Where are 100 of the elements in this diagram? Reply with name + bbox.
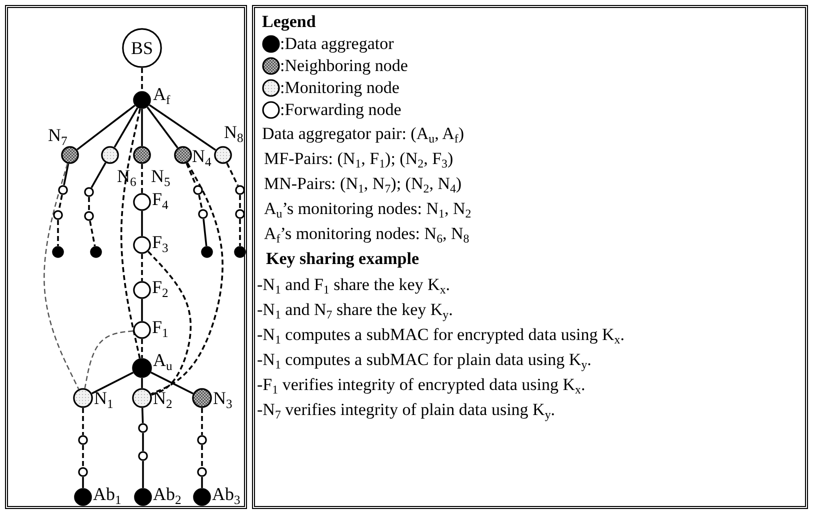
sensor-node	[138, 451, 148, 461]
sensor-node	[234, 246, 246, 258]
node-label: N$_{7}$	[48, 125, 68, 145]
sensor-node	[193, 488, 211, 506]
sensor-node	[133, 281, 151, 299]
node-label: F$_{3}$	[152, 232, 168, 252]
link-line	[89, 220, 96, 246]
link-line	[146, 106, 178, 148]
sensor-node	[101, 146, 119, 164]
link-line	[142, 433, 144, 451]
sensor-node	[197, 467, 207, 477]
sensor-node	[133, 321, 151, 339]
sensor-node	[53, 210, 63, 220]
sensor-node	[133, 236, 151, 254]
node-label: N$_{4}$	[192, 146, 212, 166]
link-line	[239, 219, 241, 246]
link-line	[114, 107, 138, 148]
note-text: -N$_{1}$ and F$_{1}$ share the key K$_{x}$.	[257, 275, 450, 295]
link-line	[141, 211, 143, 236]
link-line	[92, 372, 134, 394]
link-line	[63, 164, 70, 186]
curved-link	[148, 250, 192, 396]
node-label: N$_{5}$	[151, 166, 170, 186]
note-text: -N$_{7}$ verifies integrity of plain data using K$_{y}$.	[257, 400, 556, 420]
link-line	[90, 162, 106, 188]
node-label: Ab$_{3}$	[212, 484, 240, 504]
sensor-node	[133, 146, 151, 164]
sensor-node	[235, 209, 245, 219]
sensor-node	[52, 246, 64, 258]
sensor-node	[193, 185, 203, 195]
node-label: N$_{1}$	[94, 388, 114, 408]
link-line	[239, 195, 241, 209]
legend-label: :Forwarding node	[280, 100, 402, 120]
sensor-node	[74, 488, 92, 506]
note-text: -F$_{1}$ verifies integrity of encrypted data using K$_{x}$.	[257, 375, 586, 395]
node-label: N$_{3}$	[213, 388, 232, 408]
base-station-node: BS	[122, 28, 162, 68]
link-line	[141, 408, 144, 424]
sensor-node	[134, 488, 152, 506]
link-line	[82, 408, 84, 435]
sensor-node	[90, 246, 102, 258]
node-label: F$_{2}$	[152, 277, 168, 297]
node-label: Ab$_{1}$	[93, 484, 122, 504]
legend-label: :Data aggregator	[280, 34, 394, 54]
sensor-node	[192, 388, 212, 408]
link-line	[201, 445, 203, 467]
sensor-node	[133, 91, 151, 109]
section-heading: Key sharing example	[266, 249, 419, 269]
sensor-node	[84, 187, 94, 197]
sensor-node	[235, 185, 245, 195]
note-text: Data aggregator pair: (A$_{u}$, A$_{f}$)	[262, 124, 464, 144]
link-line	[142, 461, 144, 488]
link-line	[148, 104, 216, 151]
link-line	[226, 162, 239, 186]
note-text: MF-Pairs: (N$_{1}$, F$_{1}$); (N$_{2}$, F$_{3}$)	[264, 149, 454, 169]
sensor-node	[214, 146, 232, 164]
sensor-node	[132, 388, 152, 408]
sensor-node	[78, 467, 88, 477]
link-line	[141, 299, 143, 321]
legend-title: Legend	[262, 12, 316, 32]
link-line	[82, 477, 84, 488]
node-label: N$_{2}$	[153, 388, 172, 408]
node-label: N$_{8}$	[224, 122, 244, 142]
node-label: A$_{f}$	[153, 84, 170, 104]
link-line	[198, 194, 203, 210]
note-text: MN-Pairs: (N$_{1}$, N$_{7}$); (N$_{2}$, N$_{4}$)	[264, 174, 462, 194]
sensor-node	[138, 423, 148, 433]
link-line	[76, 104, 136, 150]
curved-link	[150, 162, 224, 395]
sensor-node	[78, 435, 88, 445]
node-label: F$_{1}$	[152, 317, 168, 337]
sensor-node	[84, 211, 94, 221]
note-text: A$_{u}$’s monitoring nodes: N$_{1}$, N$_{2}$	[264, 199, 472, 219]
note-text: -N$_{1}$ computes a subMAC for encrypted data using K$_{x}$.	[257, 325, 624, 345]
link-line	[57, 220, 59, 246]
curved-link	[44, 163, 80, 390]
legend-label: :Neighboring node	[280, 56, 408, 76]
note-text: -N$_{1}$ and N$_{7}$ share the key K$_{y}$.	[257, 300, 453, 320]
legend-label: :Monitoring node	[280, 78, 400, 98]
sensor-node	[132, 358, 152, 378]
curved-link	[84, 330, 134, 388]
sensor-node	[201, 246, 213, 258]
sensor-node	[174, 146, 192, 164]
link-line	[58, 194, 63, 210]
curved-link	[120, 108, 141, 358]
link-line	[141, 378, 143, 388]
link-line	[186, 162, 197, 186]
sensor-node	[198, 209, 208, 219]
sensor-node	[73, 388, 93, 408]
link-line	[201, 477, 203, 488]
sensor-node	[133, 193, 151, 211]
node-label: Ab$_{2}$	[153, 484, 182, 504]
link-line	[88, 197, 90, 211]
link-line	[201, 408, 203, 435]
link-line	[202, 218, 208, 246]
note-text: A$_{f}$’s monitoring nodes: N$_{6}$, N$_{8}$	[264, 224, 470, 244]
node-label: A$_{u}$	[153, 350, 172, 370]
node-label: F$_{4}$	[152, 189, 168, 209]
note-text: -N$_{1}$ computes a subMAC for plain data using K$_{y}$.	[257, 350, 592, 370]
link-line	[141, 339, 143, 358]
